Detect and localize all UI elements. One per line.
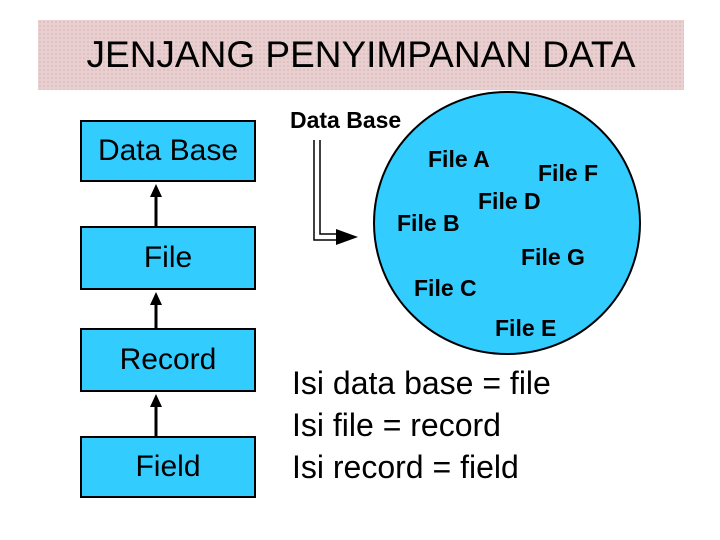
hierarchy-label: Record	[119, 343, 217, 376]
file-label: File A	[428, 146, 490, 172]
facts-list: Isi data base = file Isi file = record I…	[292, 362, 551, 488]
arrow-up-icon	[150, 292, 162, 328]
file-label: File B	[397, 210, 460, 236]
page-title: JENJANG PENYIMPANAN DATA	[86, 34, 636, 75]
database-diagram-label: Data Base	[290, 107, 402, 133]
file-label: File D	[478, 188, 541, 214]
hierarchy-box-file: File	[80, 226, 256, 290]
hierarchy-label: File	[143, 241, 193, 274]
database-circle	[373, 91, 641, 355]
file-label: File F	[538, 160, 599, 186]
fact-line: Isi data base = file	[292, 365, 551, 401]
hierarchy-label: Field	[135, 450, 201, 483]
fact-line: Isi record = field	[292, 449, 519, 485]
hierarchy-box-field: Field	[80, 436, 256, 498]
hierarchy-box-database: Data Base	[80, 120, 256, 182]
bent-arrow-icon	[313, 140, 358, 245]
fact-line: Isi file = record	[292, 407, 501, 443]
title-banner: JENJANG PENYIMPANAN DATA	[38, 20, 684, 90]
hierarchy-label: Data Base	[97, 134, 239, 167]
file-label: File G	[521, 244, 585, 270]
hierarchy-box-record: Record	[80, 328, 256, 392]
file-label: File C	[414, 275, 477, 301]
arrow-up-icon	[150, 184, 162, 226]
file-label: File E	[495, 315, 557, 341]
arrow-up-icon	[150, 394, 162, 436]
